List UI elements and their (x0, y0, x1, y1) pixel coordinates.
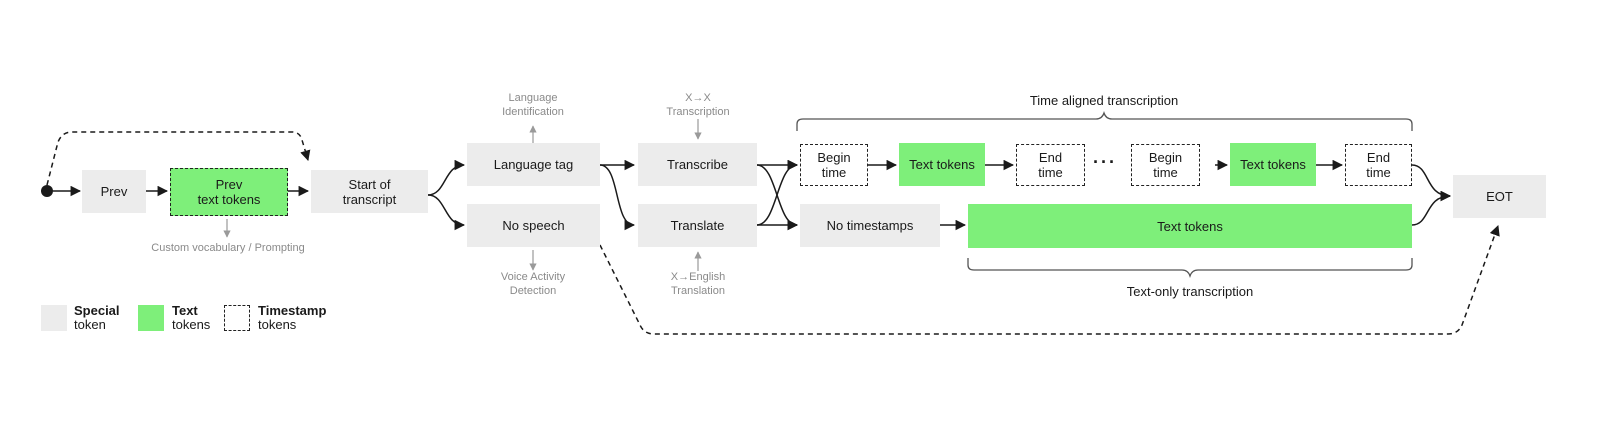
time-aligned-label: Time aligned transcription (1029, 93, 1179, 108)
prev-text-tokens: Prev text tokens (170, 168, 288, 216)
legend-text-text: Text tokens (172, 304, 210, 332)
custom-vocabulary-note: Custom vocabulary / Prompting (151, 242, 305, 254)
legend-timestamp-rest: tokens (258, 317, 297, 332)
translate-token: Translate (638, 204, 757, 247)
legend-special-text: Special token (74, 304, 120, 332)
start-of-transcript-token: Start of transcript (311, 170, 428, 213)
end-time-token-2: End time (1345, 144, 1412, 186)
language-identification-note: Language Identification (502, 92, 564, 118)
eot-token: EOT (1453, 175, 1546, 218)
begin-time-token-2: Begin time (1131, 144, 1200, 186)
language-tag-token: Language tag (467, 143, 600, 186)
legend-text-rest: tokens (172, 317, 211, 332)
legend-special-swatch (41, 305, 67, 331)
x-to-x-note: X→X Transcription (666, 92, 730, 118)
prev-token: Prev (82, 170, 146, 213)
transcribe-token: Transcribe (638, 143, 757, 186)
begin-time-token-1: Begin time (800, 144, 868, 186)
text-tokens-token-2: Text tokens (1230, 143, 1316, 186)
no-timestamps-token: No timestamps (800, 204, 940, 247)
legend-text-swatch (138, 305, 164, 331)
end-time-token-1: End time (1016, 144, 1085, 186)
no-speech-token: No speech (467, 204, 600, 247)
text-tokens-token-1: Text tokens (899, 143, 985, 186)
legend-timestamp-bold: Timestamp (258, 303, 327, 318)
legend-special-bold: Special (74, 303, 120, 318)
legend-timestamp-text: Timestamp tokens (258, 304, 326, 332)
x-to-english-note: X→English Translation (670, 271, 726, 297)
ellipsis: ··· (1093, 152, 1117, 172)
legend-text-bold: Text (172, 303, 198, 318)
legend-special-rest: token (74, 317, 106, 332)
text-tokens-wide: Text tokens (968, 204, 1412, 248)
voice-activity-note: Voice Activity Detection (500, 271, 566, 297)
legend-timestamp-swatch (224, 305, 250, 331)
text-only-label: Text-only transcription (1126, 284, 1254, 299)
start-dot (41, 185, 53, 197)
